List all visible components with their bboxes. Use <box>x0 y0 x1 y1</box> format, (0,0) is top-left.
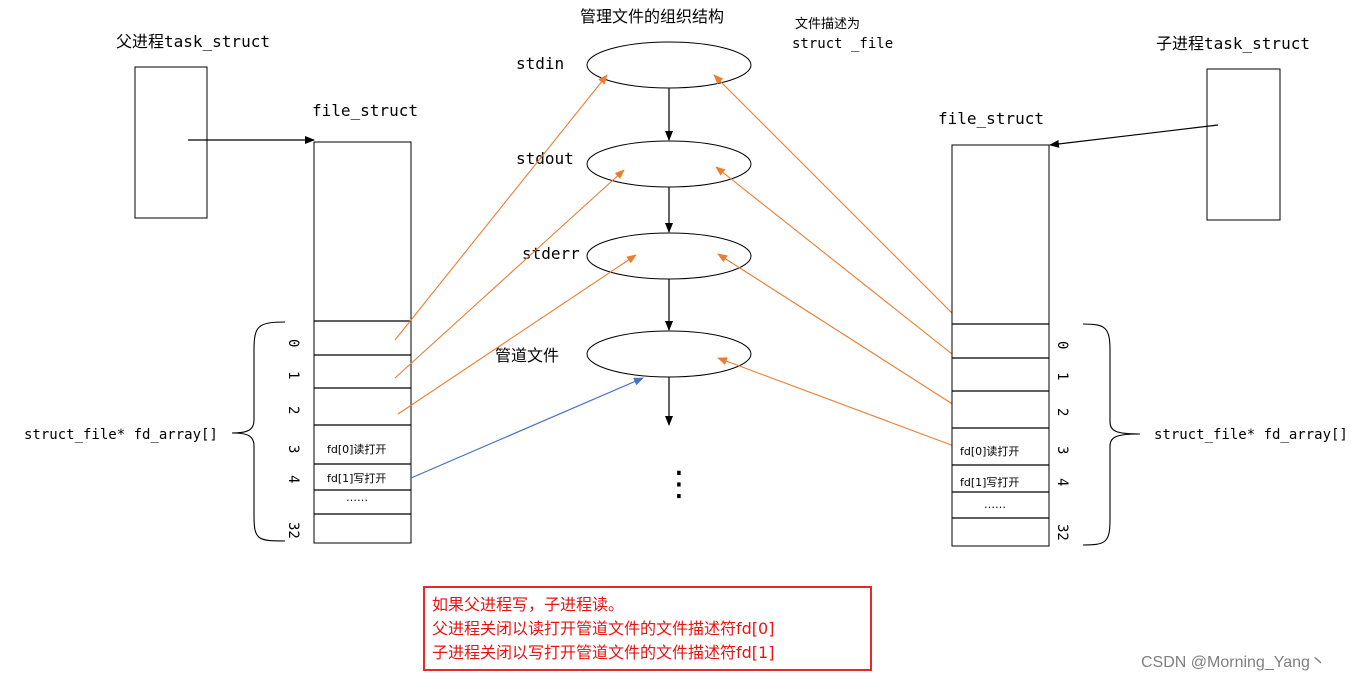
parent-fd2-to-stderr-arrow <box>397 254 637 415</box>
child-index-4: 4 <box>1054 478 1070 486</box>
descriptor-note-line-1: 文件描述为 <box>795 17 860 32</box>
parent-task-struct-box <box>134 66 208 219</box>
child-slot-fd1: fd[1]写打开 <box>960 475 1019 489</box>
child-index-2: 2 <box>1054 408 1070 416</box>
file-label-stderr: stderr <box>522 244 580 263</box>
parent-index-2: 2 <box>285 406 301 414</box>
parent-index-32: 32 <box>285 522 301 539</box>
parent-slot-fd0: fd[0]读打开 <box>327 442 386 456</box>
parent-slot-fd1: fd[1]写打开 <box>327 471 386 485</box>
descriptor-note-line-2: struct _file <box>792 36 893 52</box>
child-fd2-to-stderr-arrow <box>717 253 969 415</box>
child-index-labels: 0 1 2 3 4 32 <box>1054 341 1070 541</box>
child-task-struct-box <box>1206 68 1281 221</box>
note-line-3: 子进程关闭以写打开管道文件的文件描述符fd[1] <box>432 643 774 662</box>
parent-index-4: 4 <box>285 475 301 483</box>
child-task-struct-label: 子进程task_struct <box>1156 34 1310 53</box>
child-index-0: 0 <box>1054 341 1070 349</box>
parent-task-struct-label: 父进程task_struct <box>116 32 270 51</box>
file-label-stdout: stdout <box>516 149 574 168</box>
parent-file-struct-label: file_struct <box>312 101 418 120</box>
child-fd1-to-stdout-arrow <box>715 166 977 374</box>
parent-fd-write-to-pipe-arrow <box>410 377 644 479</box>
child-slot-fd0: fd[0]读打开 <box>960 444 1019 458</box>
watermark: CSDN @Morning_Yang丶 <box>1141 654 1326 671</box>
note-box <box>423 586 872 671</box>
child-fd-array-brace <box>1082 323 1141 546</box>
file-node-pipe <box>586 330 752 378</box>
note-line-1: 如果父进程写，子进程读。 <box>432 595 624 614</box>
child-task-to-file-struct-arrow <box>1049 124 1219 148</box>
parent-index-0: 0 <box>285 339 301 347</box>
file-node-stdout <box>586 140 752 188</box>
child-fd0-to-stdin-arrow <box>713 74 983 344</box>
child-fd-array-label: struct_file* fd_array[] <box>1154 427 1348 443</box>
diagram-title: 管理文件的组织结构 <box>580 7 724 26</box>
note-line-2: 父进程关闭以读打开管道文件的文件描述符fd[0] <box>432 619 774 638</box>
parent-file-struct-box <box>313 141 412 544</box>
child-file-struct-label: file_struct <box>938 109 1044 128</box>
parent-slot-ellipsis: …… <box>346 491 368 504</box>
parent-index-labels: 0 1 2 3 4 32 <box>285 339 301 539</box>
parent-fd-array-label: struct_file* fd_array[] <box>24 427 218 443</box>
child-slot-ellipsis: …… <box>984 498 1006 511</box>
child-file-struct-box <box>951 144 1050 547</box>
file-label-pipe: 管道文件 <box>495 346 559 365</box>
file-label-stdin: stdin <box>516 54 564 73</box>
child-index-1: 1 <box>1054 372 1070 380</box>
parent-fd0-to-stdin-arrow <box>394 74 608 341</box>
parent-fd-array-brace <box>231 321 286 542</box>
file-node-stderr <box>586 232 752 280</box>
parent-index-1: 1 <box>285 371 301 379</box>
parent-index-3: 3 <box>285 445 301 453</box>
child-index-3: 3 <box>1054 446 1070 454</box>
file-node-stdin <box>586 41 752 89</box>
chain-more-ellipsis: ⋮ <box>662 464 696 504</box>
child-index-32: 32 <box>1054 524 1070 541</box>
child-fd-read-to-pipe-arrow <box>717 357 963 450</box>
parent-fd1-to-stdout-arrow <box>394 169 625 379</box>
